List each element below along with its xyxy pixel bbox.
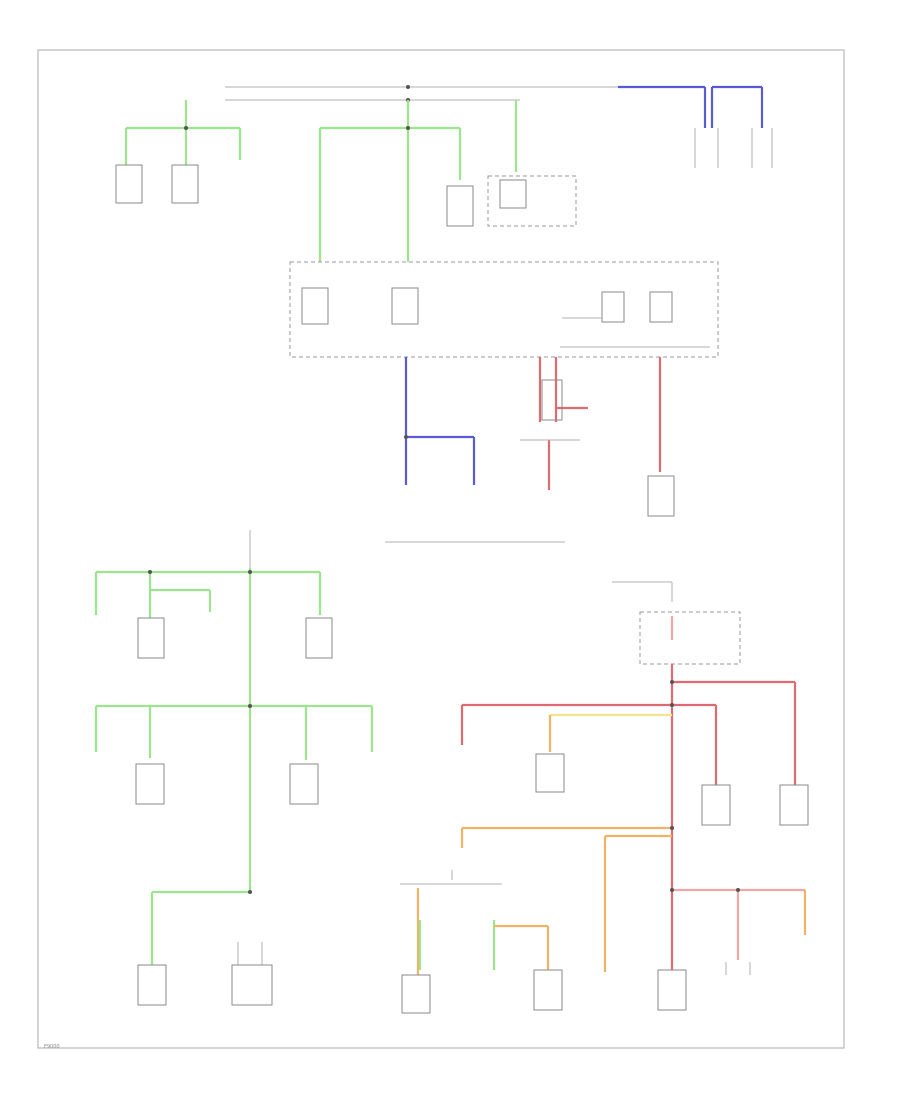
bl-component-6 [231, 964, 273, 1006]
bl-component-3 [135, 763, 165, 805]
rear-defrost-relay [391, 287, 419, 325]
top-left-circuit [115, 100, 242, 204]
top-center-circuit [318, 100, 577, 262]
bottom-left-green-circuit [94, 530, 374, 1006]
under-hood-fuse-relay-box [289, 261, 719, 358]
bl-component-1 [137, 617, 165, 659]
top-left-switch-2 [171, 164, 199, 204]
diagram-frame [37, 49, 845, 1049]
fuse-box-lower-right [639, 611, 741, 665]
corner-label: F9000 [44, 1044, 60, 1050]
br-component-2 [701, 784, 731, 826]
bl-component-5 [137, 964, 167, 1006]
br-component-3 [779, 784, 809, 826]
cooling-fan-relay [601, 291, 625, 323]
br-component-5 [533, 969, 563, 1011]
condenser-fan-relay-box [487, 175, 577, 227]
blower-motor-relay [301, 287, 329, 325]
top-center-relay [446, 185, 474, 227]
mid-relay-red [541, 379, 563, 421]
top-left-switch-1 [115, 164, 143, 204]
top-right-circuit [618, 85, 773, 168]
radiator-fan-relay [649, 291, 673, 323]
bl-component-2 [305, 617, 333, 659]
mid-blue-red-circuits [385, 357, 675, 543]
bl-component-4 [289, 763, 319, 805]
br-component-4 [401, 974, 431, 1014]
condenser-fan-relay [499, 179, 527, 209]
mid-right-motor [647, 475, 675, 517]
br-component-1 [535, 753, 565, 793]
br-component-6 [657, 969, 687, 1011]
bottom-right-circuit [400, 581, 809, 1014]
